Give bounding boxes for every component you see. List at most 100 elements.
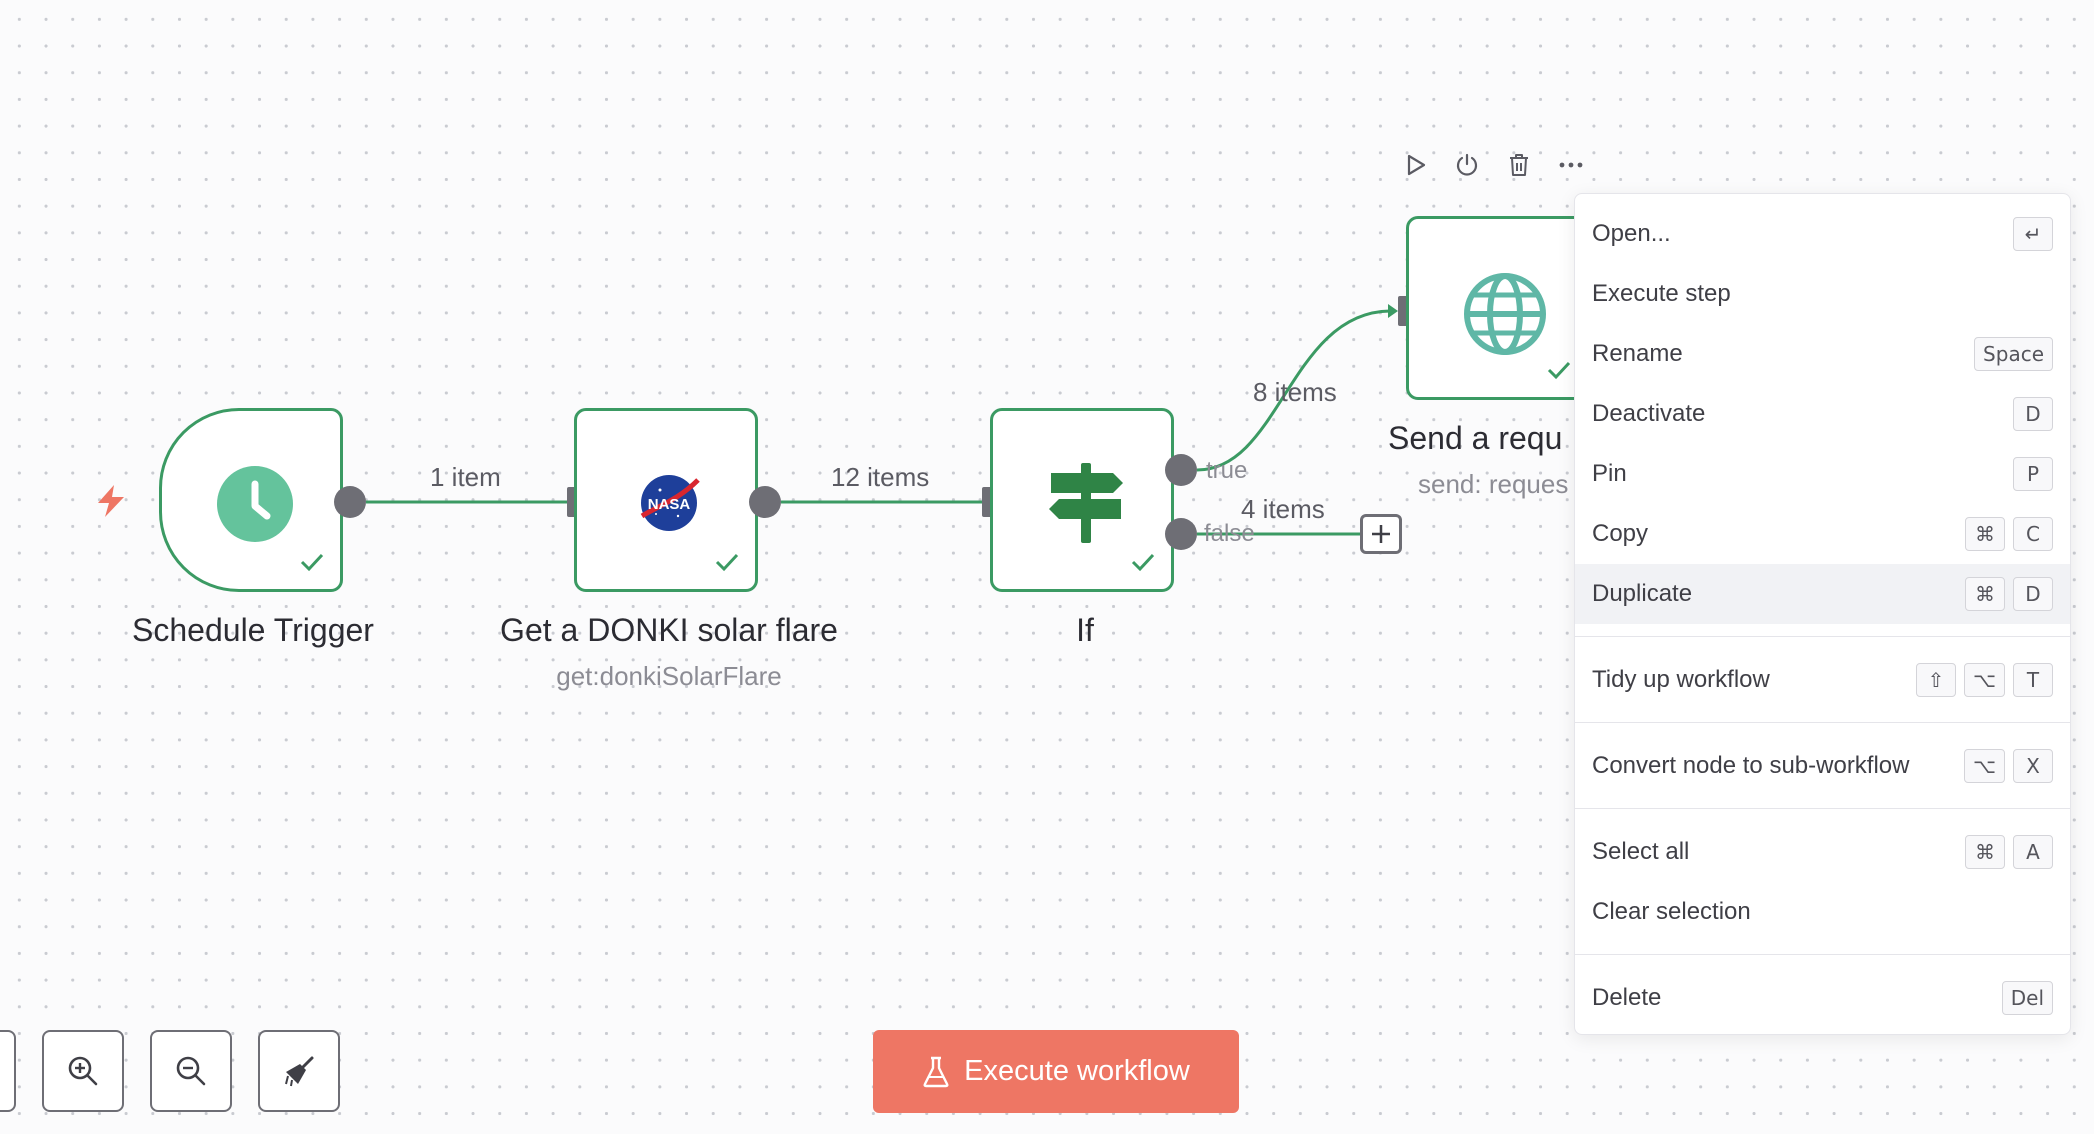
shortcut-key: A [2013, 835, 2053, 869]
nasa-logo-text: NASA [648, 496, 691, 513]
more-icon [1559, 162, 1583, 168]
edge-if-true-to-request[interactable] [1196, 304, 1398, 472]
deactivate-node-button[interactable] [1449, 147, 1485, 183]
menu-separator [1575, 954, 2070, 955]
success-check-icon [300, 552, 324, 577]
success-check-icon [1131, 552, 1155, 577]
menu-item-label: Delete [1592, 984, 1662, 1011]
node-get-donki-solar-flare[interactable]: NASA [574, 408, 758, 592]
edge-label-1-item: 1 item [430, 462, 501, 492]
execute-workflow-button[interactable]: Execute workflow [873, 1030, 1239, 1113]
delete-node-button[interactable] [1501, 147, 1537, 183]
tidy-up-button[interactable] [258, 1030, 340, 1112]
menu-item-label: Duplicate [1592, 580, 1693, 607]
flask-icon [923, 1056, 949, 1087]
zoom-in-icon [68, 1056, 98, 1086]
shortcut-key: X [2013, 749, 2053, 783]
trash-icon [1510, 154, 1528, 176]
success-check-icon [1547, 360, 1571, 385]
menu-separator [1575, 722, 2070, 723]
menu-item-label: Select all [1592, 838, 1690, 865]
success-check-icon [715, 552, 739, 577]
node-if[interactable] [990, 408, 1174, 592]
menu-item-copy[interactable]: Copy ⌘ C [1575, 504, 2070, 564]
menu-item-clear-selection[interactable]: Clear selection [1575, 882, 2070, 942]
shortcut-key: Space [1974, 337, 2053, 371]
shortcut-key: D [2013, 397, 2053, 431]
edge-schedule-to-donki[interactable] [366, 495, 578, 509]
edge-donki-to-if[interactable] [781, 495, 992, 509]
schedule-output-port[interactable] [334, 486, 366, 518]
node-context-menu: Open... ↵ Execute step Rename Space Deac… [1574, 193, 2071, 1035]
menu-item-pin[interactable]: Pin P [1575, 444, 2070, 504]
edge-label-true: true [1206, 457, 1248, 484]
menu-item-label: Pin [1592, 460, 1627, 487]
add-node-button[interactable] [1360, 514, 1402, 554]
shortcut-key: P [2013, 457, 2053, 491]
shortcut-key: Del [2001, 981, 2053, 1015]
menu-item-execute-step[interactable]: Execute step [1575, 264, 2070, 324]
node-title-if: If [1076, 612, 1094, 648]
edge-label-false: false [1204, 520, 1255, 547]
shortcut-key: ⌥ [1963, 663, 2005, 697]
shortcut-key: ⌘ [1965, 517, 2005, 551]
globe-icon [1464, 273, 1546, 360]
menu-item-label: Deactivate [1592, 400, 1706, 427]
trigger-bolt-icon [94, 483, 128, 524]
node-title-donki: Get a DONKI solar flare [500, 612, 838, 648]
play-icon [1407, 154, 1426, 176]
zoom-in-button[interactable] [42, 1030, 124, 1112]
edge-label-4-items: 4 items [1241, 494, 1325, 524]
shortcut-key: ⌥ [1963, 749, 2005, 783]
zoom-out-button[interactable] [150, 1030, 232, 1112]
edge-label-12-items: 12 items [831, 462, 930, 492]
menu-item-label: Tidy up workflow [1592, 666, 1770, 693]
fit-view-button[interactable] [0, 1030, 16, 1112]
more-options-button[interactable] [1553, 147, 1589, 183]
menu-item-open[interactable]: Open... ↵ [1575, 204, 2070, 264]
node-schedule-trigger[interactable] [159, 408, 343, 592]
if-true-output-port[interactable] [1165, 454, 1197, 486]
plus-icon [1372, 525, 1390, 543]
menu-item-label: Copy [1592, 520, 1649, 547]
menu-item-select-all[interactable]: Select all ⌘ A [1575, 822, 2070, 882]
menu-item-label: Execute step [1592, 280, 1731, 307]
menu-item-delete[interactable]: Delete Del [1575, 968, 2070, 1028]
signpost-icon [1047, 463, 1125, 548]
menu-item-label: Rename [1592, 340, 1683, 367]
menu-item-tidy-up[interactable]: Tidy up workflow ⇧ ⌥ T [1575, 650, 2070, 710]
menu-item-label: Open... [1592, 220, 1671, 247]
clock-icon [217, 466, 293, 547]
execute-workflow-label: Execute workflow [964, 1055, 1190, 1087]
donki-output-port[interactable] [749, 486, 781, 518]
shortcut-key: ⌘ [1965, 835, 2005, 869]
node-title-schedule: Schedule Trigger [132, 612, 374, 648]
if-false-output-port[interactable] [1165, 518, 1197, 550]
tidy-broom-icon [285, 1056, 314, 1087]
node-subtitle-request: send: reques [1418, 469, 1569, 499]
node-send-request[interactable] [1406, 216, 1590, 400]
node-subtitle-donki: get:donkiSolarFlare [556, 661, 782, 691]
shortcut-key: T [2013, 663, 2053, 697]
menu-item-rename[interactable]: Rename Space [1575, 324, 2070, 384]
edge-label-8-items: 8 items [1253, 377, 1337, 407]
power-icon [1456, 153, 1478, 176]
menu-item-duplicate[interactable]: Duplicate ⌘ D [1575, 564, 2070, 624]
menu-item-label: Convert node to sub-workflow [1592, 752, 1910, 779]
menu-separator [1575, 636, 2070, 637]
menu-item-label: Clear selection [1592, 898, 1751, 925]
node-title-request: Send a requ [1388, 420, 1563, 456]
shortcut-key: ↵ [2013, 217, 2053, 251]
menu-item-deactivate[interactable]: Deactivate D [1575, 384, 2070, 444]
shortcut-key: D [2013, 577, 2053, 611]
menu-item-convert-subworkflow[interactable]: Convert node to sub-workflow ⌥ X [1575, 736, 2070, 796]
zoom-out-icon [176, 1056, 206, 1086]
nasa-logo-icon: NASA [638, 472, 700, 539]
execute-node-button[interactable] [1398, 147, 1434, 183]
shortcut-key: ⇧ [1915, 663, 1956, 697]
menu-separator [1575, 808, 2070, 809]
shortcut-key: ⌘ [1965, 577, 2005, 611]
shortcut-key: C [2013, 517, 2053, 551]
